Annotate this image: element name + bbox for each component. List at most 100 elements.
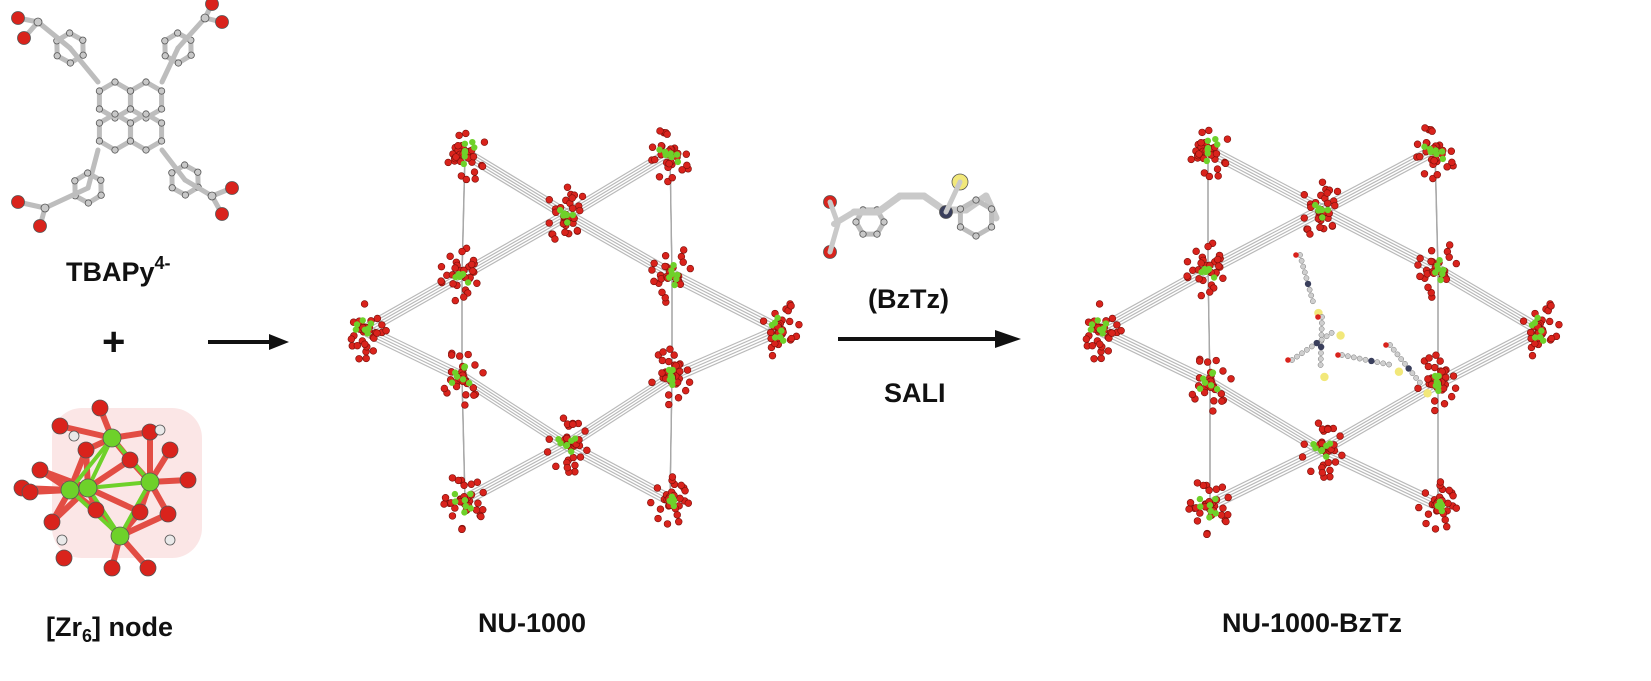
zirconium-atom (661, 148, 669, 156)
linker-strut (1437, 326, 1541, 381)
linker-strut (1209, 379, 1323, 448)
oxygen-atom (473, 279, 481, 287)
carbon-atom (168, 184, 176, 192)
oxygen-atom (1285, 357, 1291, 363)
zirconium-atom (674, 271, 681, 279)
node-prefix: [Zr (46, 612, 82, 642)
carbon-atom (1318, 320, 1325, 326)
oxygen-atom (33, 219, 47, 233)
oxygen-atom (665, 357, 673, 366)
zirconium-atom (571, 435, 579, 442)
oxygen-atom (1336, 432, 1344, 440)
oxygen-atom (1414, 384, 1422, 393)
carbon-atom (1301, 269, 1308, 276)
oxygen-atom (552, 462, 560, 471)
carbon-atom (1416, 379, 1423, 386)
carbon-atom (97, 176, 105, 184)
oxygen-atom (1441, 516, 1449, 524)
oxygen-atom (1442, 275, 1451, 283)
linker-strut (671, 268, 781, 325)
zirconium-atom (1213, 385, 1221, 393)
zirconium-atom (1212, 495, 1219, 503)
oxygen-atom (1183, 258, 1192, 266)
carbon-atom (174, 29, 182, 37)
oxygen-atom (1448, 158, 1456, 167)
oxygen-atom (1416, 254, 1424, 263)
oxygen-atom (460, 481, 468, 489)
oxygen-atom (1424, 510, 1433, 518)
oxygen-atom (1318, 468, 1327, 477)
oxygen-atom (1445, 253, 1453, 261)
zirconium-atom (1206, 502, 1214, 509)
oxygen-atom (1221, 159, 1230, 168)
zirconium-atom (452, 498, 459, 505)
oxygen-atom (681, 487, 689, 495)
carbon-atom (1386, 361, 1392, 368)
oxygen-atom (452, 382, 461, 391)
oxygen-atom (473, 478, 482, 486)
oxygen-atom (1195, 357, 1204, 365)
oxygen-atom (684, 499, 693, 507)
zirconium-atom (671, 281, 678, 289)
zr6-node-icon (13, 399, 202, 577)
carbon-atom (142, 78, 150, 86)
oxygen-atom (654, 514, 662, 523)
oxygen-atom (1205, 126, 1213, 135)
oxygen-atom (444, 158, 452, 167)
plus-sign: + (102, 320, 126, 364)
linker-strut (1321, 449, 1439, 506)
zirconium-atom (1434, 502, 1441, 510)
carbon-atom (1308, 292, 1315, 299)
linker-strut (671, 280, 781, 337)
linker-strut (566, 376, 673, 446)
oxygen-atom (1203, 358, 1212, 366)
oxygen-atom (678, 166, 686, 174)
oxygen-atom (1300, 191, 1308, 199)
carbon-atom (111, 78, 119, 86)
oxygen-atom (1206, 288, 1214, 296)
oxygen-atom (215, 207, 229, 221)
zirconium-atom (1323, 453, 1330, 460)
oxygen-atom (1117, 326, 1125, 335)
oxygen-atom (479, 488, 487, 497)
bztz-guest-molecule (1293, 252, 1323, 318)
oxygen-atom (686, 264, 695, 273)
oxygen-atom (477, 512, 485, 521)
zirconium-atom (455, 270, 462, 278)
zirconium-atom (563, 211, 571, 219)
oxygen-atom (1449, 372, 1458, 380)
oxygen-atom (648, 266, 656, 274)
zr6-node-cluster (1415, 478, 1461, 533)
hydrogen-atom (164, 534, 176, 546)
bond (35, 19, 73, 51)
zr6-node-cluster (1300, 178, 1342, 238)
oxygen-atom (1314, 419, 1323, 427)
oxygen-atom (1214, 172, 1222, 180)
oxygen-atom (1424, 375, 1432, 383)
oxygen-atom (1430, 397, 1439, 405)
carbon-atom (1294, 353, 1300, 360)
linker-strut (1321, 143, 1436, 205)
linker-strut (461, 217, 568, 279)
oxygen-atom (1212, 485, 1221, 493)
oxygen-atom (378, 321, 386, 329)
carbon-atom (1328, 330, 1335, 336)
carbon-atom (1362, 356, 1369, 363)
linker-strut (464, 149, 568, 213)
oxygen-atom (1300, 214, 1308, 222)
carbon-atom (1304, 346, 1310, 353)
oxygen-atom (559, 414, 568, 422)
oxygen-atom (655, 173, 664, 181)
oxygen-atom (225, 181, 239, 195)
carbon-atom (880, 218, 888, 226)
oxygen-atom (87, 501, 105, 519)
oxygen-atom (1224, 493, 1232, 502)
zirconium-atom (1318, 206, 1326, 214)
oxygen-atom (1193, 479, 1202, 487)
carbon-atom (126, 119, 135, 127)
zr6-node-cluster (1188, 355, 1235, 415)
oxygen-atom (455, 352, 464, 360)
zirconium-atom (1201, 265, 1208, 273)
zirconium-atom (568, 448, 575, 455)
carbon-atom (157, 119, 166, 127)
